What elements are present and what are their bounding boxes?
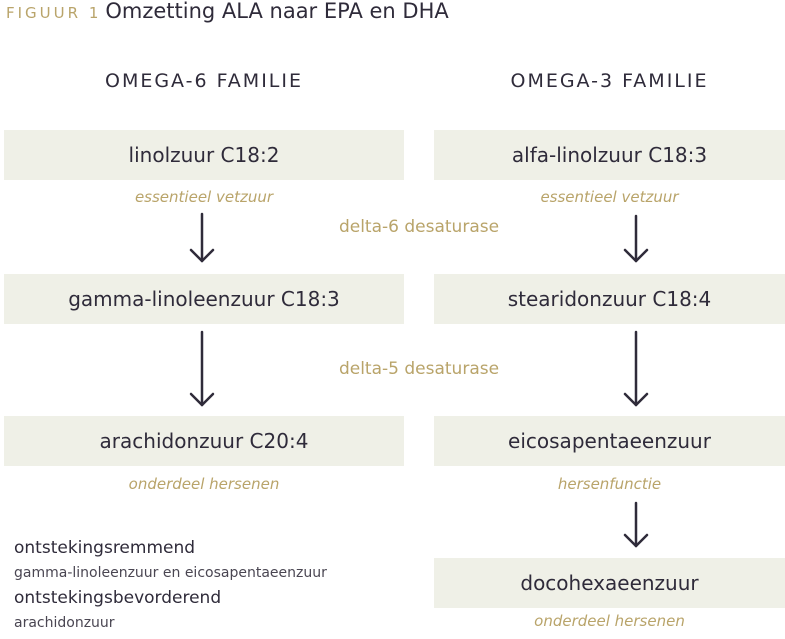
omega6-box-linolzuur: linolzuur C18:2: [4, 130, 404, 180]
omega3-note-essentieel: essentieel vetzuur: [540, 188, 679, 206]
omega6-box-gamma-linoleenzuur: gamma-linoleenzuur C18:3: [4, 274, 404, 324]
arrow-down-omega3-2: [623, 330, 649, 407]
omega3-box-stearidonzuur: stearidonzuur C18:4: [434, 274, 785, 324]
legend-text-remmend: gamma-linoleenzuur en eicosapentaeenzuur: [14, 565, 327, 581]
omega6-box-arachidonzuur: arachidonzuur C20:4: [4, 416, 404, 466]
omega3-box-alfa-linolzuur: alfa-linolzuur C18:3: [434, 130, 785, 180]
arrow-down-omega6-1: [189, 212, 215, 263]
legend-heading-remmend: ontstekingsremmend: [14, 538, 196, 558]
enzyme-delta6-label: delta-6 desaturase: [338, 217, 500, 237]
omega6-note-hersenen: onderdeel hersenen: [128, 475, 280, 493]
arrow-down-omega3-3: [623, 501, 649, 548]
legend-text-bevorderend: arachidonzuur: [14, 615, 115, 631]
omega3-note-hersenfunctie: hersenfunctie: [557, 475, 662, 493]
legend-heading-bevorderend: ontstekingsbevorderend: [14, 588, 222, 608]
omega3-heading: OMEGA-3 FAMILIE: [510, 70, 709, 92]
figure-caption: Omzetting ALA naar EPA en DHA: [105, 0, 449, 23]
arrow-down-omega3-1: [623, 214, 649, 263]
enzyme-delta5-label: delta-5 desaturase: [338, 359, 500, 379]
enzyme-delta6-wrap: delta-6 desaturase: [339, 217, 499, 237]
omega3-box-eicosapentaeenzuur: eicosapentaeenzuur: [434, 416, 785, 466]
arrow-down-omega6-2: [189, 330, 215, 407]
omega3-box-docohexaeenzuur: docohexaeenzuur: [434, 558, 785, 608]
omega6-note-essentieel: essentieel vetzuur: [134, 188, 274, 206]
figure-label: FIGUUR 1: [6, 4, 102, 22]
omega6-heading: OMEGA-6 FAMILIE: [104, 70, 303, 92]
omega3-note-hersenen: onderdeel hersenen: [534, 612, 685, 630]
enzyme-delta5-wrap: delta-5 desaturase: [339, 359, 499, 379]
